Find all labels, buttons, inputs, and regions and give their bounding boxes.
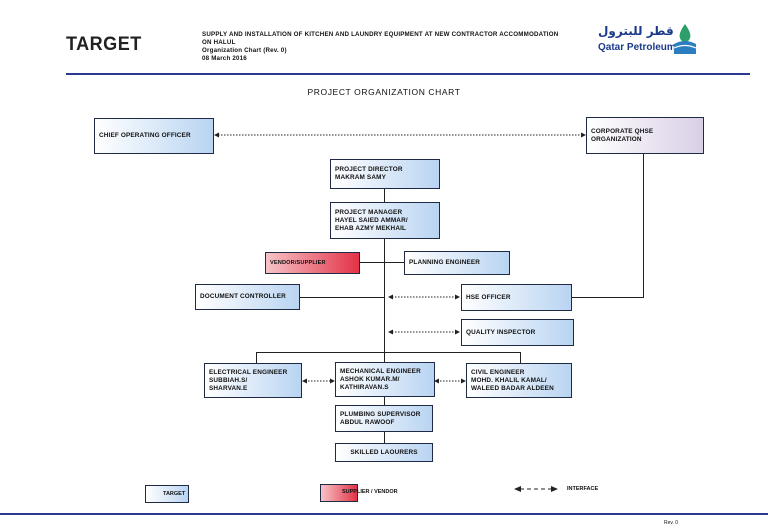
legend-interface-label: INTERFACE (567, 486, 599, 492)
node-person: SUBBIAH.S/ (209, 376, 248, 384)
node-label: DOCUMENT CONTROLLER (200, 293, 286, 300)
qhse-hse-connector (572, 297, 644, 298)
legend-vendor-swatch (320, 484, 358, 502)
node-corporate-qhse: CORPORATE QHSE ORGANIZATION (586, 117, 704, 154)
node-hse-officer: HSE OFFICER (461, 284, 572, 311)
footer-divider (0, 513, 768, 515)
target-logo: TARGET (66, 34, 142, 55)
node-label: CHIEF OPERATING OFFICER (99, 132, 191, 139)
node-person: KATHIRAVAN.S (340, 383, 389, 391)
node-chief-operating-officer: CHIEF OPERATING OFFICER (94, 118, 214, 154)
node-label: PLANNING ENGINEER (409, 259, 481, 266)
node-civil-engineer: CIVIL ENGINEER MOHD. KHALIL KAMAL/ WALEE… (466, 363, 572, 398)
node-label: SKILLED LAOURERS (350, 448, 418, 456)
doc-controller-connector (300, 297, 384, 298)
node-mechanical-engineer: MECHANICAL ENGINEER ASHOK KUMAR.M/ KATHI… (335, 362, 435, 397)
qatar-petroleum-emblem-icon (673, 24, 697, 54)
arrowhead-right-icon (461, 378, 466, 384)
vendor-planning-connector (360, 262, 404, 263)
document-header: SUPPLY AND INSTALLATION OF KITCHEN AND L… (202, 31, 592, 63)
node-label-line: ORGANIZATION (591, 135, 642, 143)
node-title: MECHANICAL ENGINEER (340, 367, 421, 375)
node-person: MOHD. KHALIL KAMAL/ (471, 376, 547, 384)
electrical-drop (256, 352, 257, 364)
header-title-line-3: Organization Chart (Rev. 0) (202, 47, 287, 54)
legend-target-label: TARGET (163, 491, 186, 497)
header-title-line-4: 08 March 2016 (202, 55, 247, 62)
qatar-petroleum-arabic: قطر للبترول (598, 24, 674, 38)
arrowhead-left-icon (214, 132, 219, 138)
arrowhead-left-icon (434, 378, 439, 384)
arrowhead-right-icon (330, 378, 335, 384)
qatar-petroleum-logo: قطر للبترول Qatar Petroleum (598, 22, 698, 58)
revision-label: Rev. 0 (664, 520, 679, 526)
node-plumbing-supervisor: PLUMBING SUPERVISOR ABDUL RAWOOF (335, 405, 433, 432)
node-project-director: PROJECT DIRECTOR MAKRAM SAMY (330, 159, 440, 189)
arrowhead-right-icon (455, 329, 460, 335)
arrowhead-left-icon (302, 378, 307, 384)
node-title: ELECTRICAL ENGINEER (209, 368, 288, 376)
node-person: HAYEL SAIED AMMAR/ (335, 216, 408, 224)
header-divider (66, 73, 750, 75)
engineers-branch (256, 352, 520, 353)
qatar-petroleum-name: Qatar Petroleum (598, 42, 676, 53)
legend-target-swatch (145, 485, 189, 503)
node-person: MAKRAM SAMY (335, 174, 386, 181)
arrowhead-right-icon (581, 132, 586, 138)
qhse-down-line (643, 154, 644, 297)
node-document-controller: DOCUMENT CONTROLLER (195, 284, 300, 310)
node-planning-engineer: PLANNING ENGINEER (404, 251, 510, 275)
node-title: PLUMBING SUPERVISOR (340, 410, 421, 418)
node-label: QUALITY INSPECTOR (466, 328, 536, 336)
node-label-line: CORPORATE QHSE (591, 127, 654, 135)
node-title: CIVIL ENGINEER (471, 368, 525, 376)
node-label: HSE OFFICER (466, 293, 511, 301)
header-title-line-1: SUPPLY AND INSTALLATION OF KITCHEN AND L… (202, 31, 559, 38)
arrowhead-left-icon (388, 294, 393, 300)
chart-title: PROJECT ORGANIZATION CHART (307, 87, 461, 97)
node-title: PROJECT DIRECTOR (335, 166, 403, 173)
node-person: ABDUL RAWOOF (340, 418, 395, 426)
arrowhead-right-icon (455, 294, 460, 300)
civil-drop (520, 352, 521, 364)
legend-arrowhead-right-icon (551, 486, 558, 492)
node-person: ASHOK KUMAR.M/ (340, 375, 400, 383)
node-person: EHAB AZMY MEKHAIL (335, 224, 407, 232)
node-electrical-engineer: ELECTRICAL ENGINEER SUBBIAH.S/ SHARVAN.E (204, 363, 302, 398)
node-quality-inspector: QUALITY INSPECTOR (461, 319, 574, 346)
node-vendor-supplier: VENDOR/SUPPLIER (265, 252, 360, 274)
header-title-line-2: ON HALUL (202, 39, 236, 46)
node-skilled-labourers: SKILLED LAOURERS (335, 443, 433, 462)
node-title: PROJECT MANAGER (335, 208, 403, 216)
node-label: VENDOR/SUPPLIER (270, 260, 326, 266)
legend-vendor-label: SUPPLIER / VENDOR (342, 489, 398, 495)
arrowhead-left-icon (388, 329, 393, 335)
legend-arrowhead-left-icon (514, 486, 521, 492)
node-person: SHARVAN.E (209, 384, 248, 392)
node-project-manager: PROJECT MANAGER HAYEL SAIED AMMAR/ EHAB … (330, 202, 440, 239)
node-person: WALEED BADAR ALDEEN (471, 384, 554, 392)
main-spine (384, 188, 385, 363)
